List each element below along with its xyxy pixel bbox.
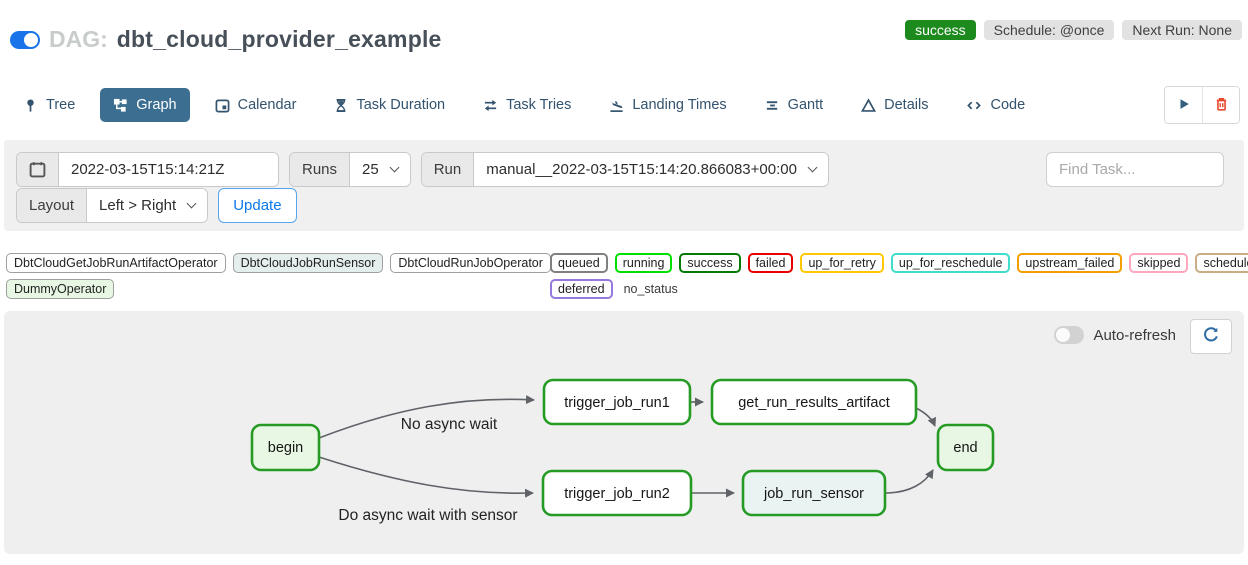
operator-legend: DbtCloudGetJobRunArtifactOperator DbtClo…	[6, 253, 551, 299]
calendar-addon-icon[interactable]	[17, 153, 59, 186]
dag-title: dbt_cloud_provider_example	[116, 26, 442, 52]
tab-task-tries[interactable]: Task Tries	[470, 88, 584, 122]
base-date-input[interactable]	[71, 161, 266, 178]
status-legend-badge: scheduled	[1195, 253, 1248, 273]
tab-label: Task Tries	[506, 97, 572, 113]
play-icon	[1177, 97, 1191, 114]
edge-artifact-end	[915, 407, 936, 427]
num-runs-group: Runs 25	[289, 152, 411, 187]
hourglass-icon	[334, 98, 348, 113]
edge-begin-trigger2	[318, 456, 534, 498]
base-date-group	[16, 152, 279, 187]
graph-panel: No async wait Do async wait with sensor …	[4, 311, 1244, 554]
runs-label: Runs	[290, 153, 351, 186]
tab-label: Details	[884, 97, 929, 113]
dag-graph: No async wait Do async wait with sensor …	[250, 378, 995, 524]
run-label: Run	[421, 153, 475, 186]
graph-node-begin[interactable]: begin	[250, 423, 321, 472]
status-legend-badge: up_for_retry	[800, 253, 884, 273]
next-run-badge: Next Run: None	[1122, 20, 1242, 40]
status-legend-badge: queued	[550, 253, 608, 273]
filter-panel: Runs 25 Run manual__2022-03-15T15:14:20.…	[4, 140, 1244, 231]
graph-node-end[interactable]: end	[936, 423, 995, 472]
tab-task-duration[interactable]: Task Duration	[321, 88, 458, 122]
trash-icon	[1214, 96, 1229, 115]
auto-refresh-label: Auto-refresh	[1093, 326, 1176, 344]
status-legend-badge: running	[614, 253, 673, 273]
calendar-icon	[215, 98, 230, 113]
run-select[interactable]: manual__2022-03-15T15:14:20.866083+00:00	[474, 153, 828, 186]
layout-group: Layout Left > Right	[16, 188, 209, 223]
tab-label: Graph	[136, 97, 177, 113]
refresh-button[interactable]	[1190, 319, 1232, 354]
tab-label: Landing Times	[632, 97, 727, 113]
layout-select[interactable]: Left > Right	[87, 189, 208, 222]
triangle-icon	[861, 97, 877, 113]
layout-label: Layout	[17, 189, 88, 222]
tab-gantt[interactable]: Gantt	[752, 88, 836, 122]
legend: DbtCloudGetJobRunArtifactOperator DbtClo…	[6, 253, 1248, 299]
run-group: Run manual__2022-03-15T15:14:20.866083+0…	[420, 152, 829, 187]
num-runs-select[interactable]: 25	[350, 153, 410, 186]
tab-calendar[interactable]: Calendar	[202, 88, 310, 122]
gantt-bars-icon	[765, 98, 780, 113]
chevron-down-icon	[186, 198, 197, 209]
trigger-dag-button[interactable]	[1165, 87, 1202, 123]
tab-label: Task Duration	[356, 97, 446, 113]
edge-label-no-async: No async wait	[401, 416, 498, 433]
tab-label: Code	[990, 97, 1026, 113]
status-legend-badge: success	[679, 253, 741, 273]
graph-node-trigger-job-run1[interactable]: trigger_job_run1	[542, 378, 692, 426]
toggle-knob	[24, 32, 38, 47]
operator-badge: DbtCloudJobRunSensor	[232, 253, 384, 273]
tab-label: Tree	[46, 97, 76, 113]
dag-label: DAG:	[49, 26, 108, 52]
schedule-badge: Schedule: @once	[983, 20, 1115, 40]
graph-icon	[113, 98, 128, 113]
status-badge: success	[905, 20, 976, 40]
status-legend-badge: no_status	[623, 282, 678, 296]
status-legend-badge: upstream_failed	[1017, 253, 1123, 273]
edge-sensor-end	[884, 469, 934, 494]
chevron-down-icon	[807, 162, 818, 173]
dag-pause-toggle[interactable]	[10, 30, 40, 49]
operator-badge: DbtCloudRunJobOperator	[390, 253, 551, 273]
edge-begin-trigger1	[318, 395, 535, 439]
auto-refresh-toggle[interactable]	[1054, 326, 1085, 344]
status-legend-badge: failed	[747, 253, 794, 273]
toggle-knob	[1056, 328, 1071, 342]
tab-graph[interactable]: Graph	[100, 88, 190, 122]
tab-code[interactable]: Code	[953, 88, 1038, 122]
retry-arrows-icon	[483, 98, 498, 113]
chevron-down-icon	[389, 162, 400, 173]
update-button[interactable]: Update	[218, 188, 297, 223]
plane-landing-icon	[609, 98, 624, 113]
graph-node-job-run-sensor[interactable]: job_run_sensor	[741, 469, 887, 517]
code-brackets-icon	[966, 98, 982, 113]
tab-label: Gantt	[787, 97, 824, 113]
delete-dag-button[interactable]	[1202, 87, 1239, 123]
status-legend-badge: up_for_reschedule	[890, 253, 1011, 273]
find-task-input[interactable]	[1046, 152, 1224, 187]
status-legend-badge: skipped	[1129, 253, 1189, 273]
tree-icon	[23, 98, 38, 113]
tab-details[interactable]: Details	[848, 88, 941, 122]
dag-header: DAG: dbt_cloud_provider_example success …	[0, 0, 1248, 62]
edge-label-sensor: Do async wait with sensor	[338, 507, 517, 524]
header-badges: success Schedule: @once Next Run: None	[905, 20, 1242, 40]
refresh-icon	[1202, 326, 1220, 347]
status-legend: queued running success failed up_for_ret…	[550, 253, 1248, 299]
tab-landing-times[interactable]: Landing Times	[596, 88, 739, 122]
tab-label: Calendar	[237, 97, 297, 113]
operator-badge: DummyOperator	[6, 279, 115, 299]
graph-node-get-run-results-artifact[interactable]: get_run_results_artifact	[710, 378, 918, 426]
graph-node-trigger-job-run2[interactable]: trigger_job_run2	[541, 469, 693, 517]
tab-tree[interactable]: Tree	[10, 88, 88, 122]
view-tabs: Tree Graph Calendar Task Duration Task T…	[10, 86, 1240, 124]
dag-action-buttons	[1164, 86, 1240, 124]
operator-badge: DbtCloudGetJobRunArtifactOperator	[6, 253, 226, 273]
status-legend-badge: deferred	[550, 279, 613, 299]
